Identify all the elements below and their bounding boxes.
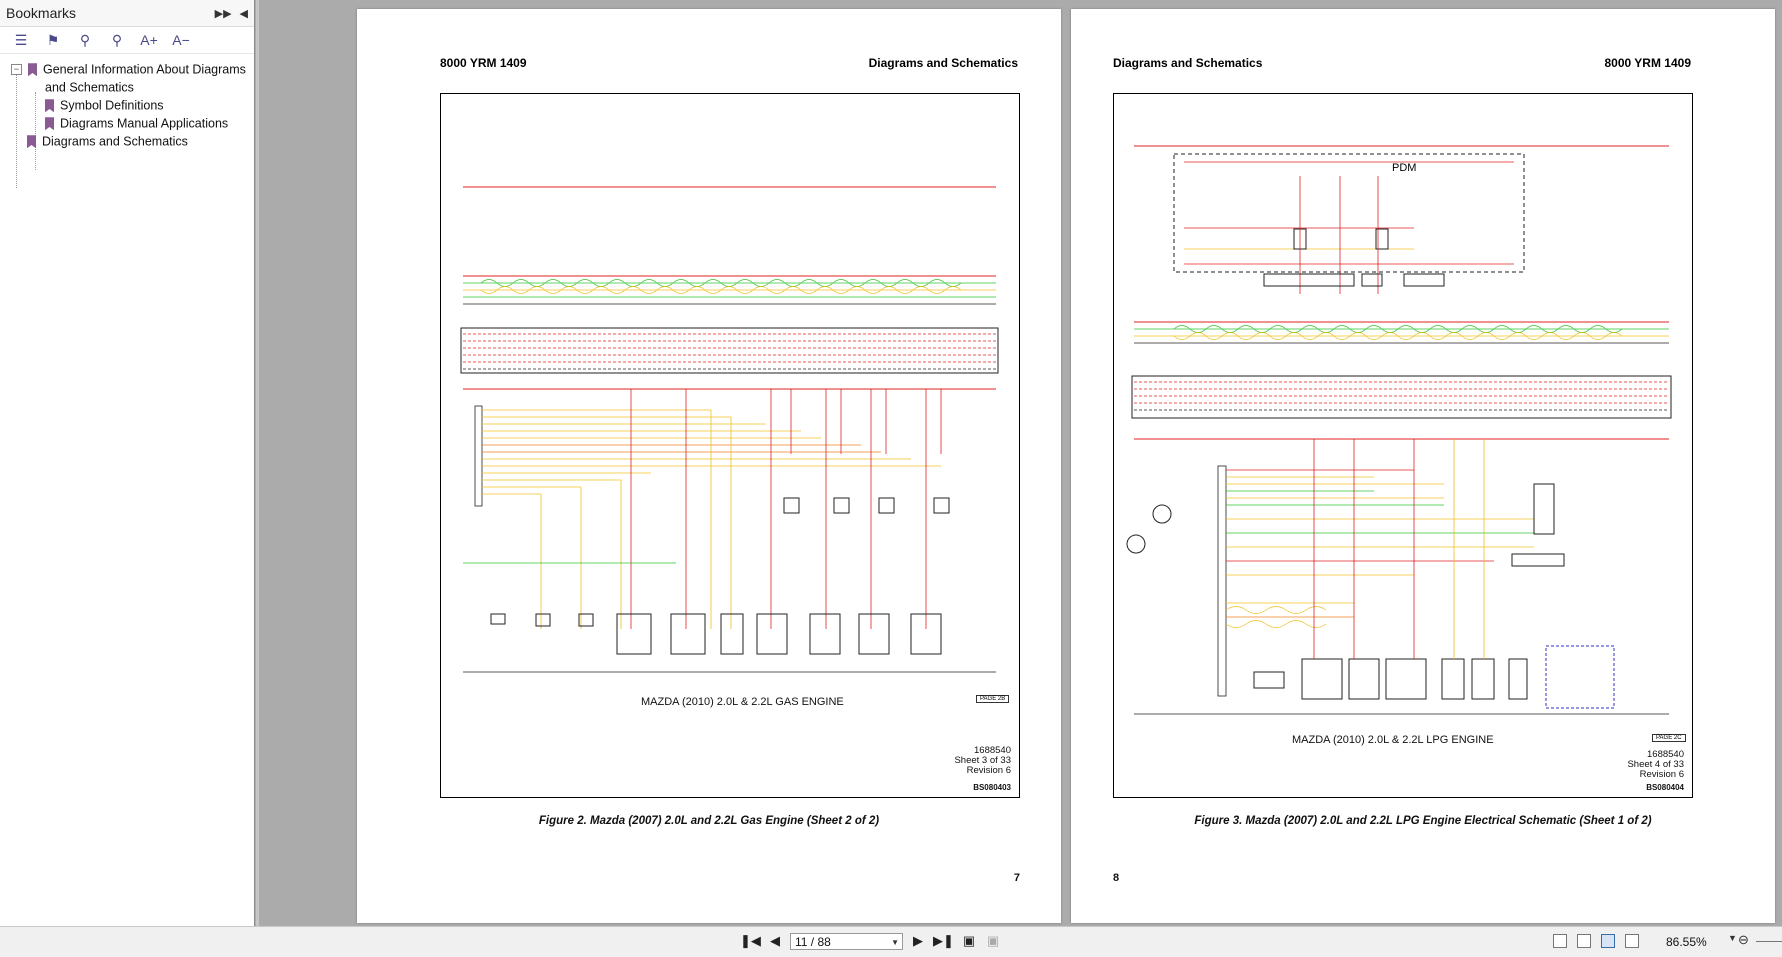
continuous-view-icon[interactable] (1577, 934, 1591, 948)
power-rails (1131, 321, 1672, 440)
drawing-code: BS080403 (973, 783, 1011, 792)
bookmark-general-information[interactable]: −General Information About Diagrams (0, 60, 254, 78)
page-tag: PAGE 2B (976, 695, 1010, 703)
bookmark-diagrams-manual-applications[interactable]: Diagrams Manual Applications (0, 114, 254, 132)
page-number: 7 (1013, 872, 1020, 884)
expand-panel-icon[interactable]: ▶▶ (214, 7, 232, 20)
bookmark-diagrams-and-schematics[interactable]: Diagrams and Schematics (0, 132, 254, 150)
last-page-icon[interactable]: ▶❚ (933, 933, 954, 948)
figure-caption: Figure 2. Mazda (2007) 2.0L and 2.2L Gas… (538, 815, 880, 827)
find-bookmark-icon[interactable]: ⚲ (79, 31, 91, 48)
page-number-field[interactable]: 11 / 88 ▼ (790, 933, 903, 950)
power-rails (460, 186, 999, 390)
bookmarks-toolbar: ☰ ⚑ ⚲ ⚲ A+ A− (0, 27, 254, 54)
panel-splitter[interactable] (256, 0, 259, 926)
collapse-toggle-icon[interactable]: − (11, 64, 22, 76)
engine-title: MAZDA (2010) 2.0L & 2.2L GAS ENGINE (641, 696, 844, 708)
bookmark-flag-icon (28, 63, 37, 77)
chevron-down-icon[interactable]: ▼ (891, 938, 899, 947)
previous-page-icon[interactable]: ◀ (770, 933, 780, 948)
pdm-label: PDM (1392, 162, 1417, 174)
previous-view-icon[interactable]: ▣ (962, 933, 976, 948)
components (463, 497, 996, 673)
bookmarks-panel: Bookmarks ▶▶ ◀ ☰ ⚑ ⚲ ⚲ A+ A− −General In… (0, 0, 255, 926)
page-header-left: 8000 YRM 1409 (440, 56, 527, 70)
page-8: Diagrams and Schematics 8000 YRM 1409 (1071, 9, 1775, 923)
bookmark-general-information-line2[interactable]: and Schematics (45, 80, 134, 95)
decrease-font-icon[interactable]: A− (172, 32, 190, 48)
next-page-icon[interactable]: ▶ (913, 933, 923, 948)
schematic-frame: MAZDA (2010) 2.0L & 2.2L GAS ENGINE PAGE… (440, 93, 1020, 798)
page-number: 8 (1113, 872, 1120, 884)
document-view[interactable]: 8000 YRM 1409 Diagrams and Schematics (259, 0, 1782, 926)
bookmarks-title: Bookmarks (6, 5, 77, 21)
page-tag: PAGE 2C (1652, 734, 1686, 742)
zoom-out-icon[interactable]: ⊖ (1738, 932, 1749, 947)
next-view-icon[interactable]: ▣ (986, 933, 1000, 948)
zoom-dropdown-icon[interactable]: ▼ (1728, 933, 1737, 943)
engine-title: MAZDA (2010) 2.0L & 2.2L LPG ENGINE (1292, 734, 1494, 746)
zoom-slider[interactable] (1756, 941, 1782, 942)
components (1126, 439, 1615, 709)
bookmark-options-icon[interactable]: ☰ (14, 31, 28, 48)
page-header-right: 8000 YRM 1409 (1604, 56, 1691, 70)
bookmark-symbol-definitions[interactable]: Symbol Definitions (0, 96, 254, 114)
add-bookmark-icon[interactable]: ⚑ (46, 31, 60, 48)
page-7: 8000 YRM 1409 Diagrams and Schematics (357, 9, 1061, 923)
schematic-frame: PDM MAZDA (2010) 2.0L & 2.2L LPG ENGINE … (1113, 93, 1693, 798)
find-current-bookmark-icon[interactable]: ⚲ (111, 31, 123, 48)
zoom-level[interactable]: 86.55% (1666, 935, 1707, 949)
page-header-left: Diagrams and Schematics (1113, 56, 1263, 70)
drawing-code: BS080404 (1646, 783, 1684, 792)
bookmarks-header: Bookmarks ▶▶ ◀ (0, 0, 254, 27)
sheet-info: 1688540 Sheet 4 of 33 Revision 6 (1627, 749, 1684, 780)
collapse-panel-icon[interactable]: ◀ (239, 7, 248, 20)
ecu-harness (1134, 465, 1669, 715)
sheet-info: 1688540 Sheet 3 of 33 Revision 6 (954, 745, 1011, 776)
first-page-icon[interactable]: ❚◀ (740, 933, 761, 948)
gas-engine-schematic (460, 186, 999, 673)
status-bar: ❚◀ ◀ 11 / 88 ▼ ▶ ▶❚ ▣ ▣ 86.55% ▼ ⊖ (0, 926, 1782, 957)
single-page-view-icon[interactable] (1553, 934, 1567, 948)
ecu-harness (474, 405, 941, 507)
vertical-feeds (463, 389, 942, 629)
bookmark-flag-icon (45, 117, 54, 131)
pdm-block (1134, 145, 1669, 294)
continuous-facing-view-icon[interactable] (1625, 934, 1639, 948)
bookmark-flag-icon (45, 99, 54, 113)
page-header-right: Diagrams and Schematics (868, 56, 1018, 70)
bookmark-flag-icon (27, 135, 36, 149)
increase-font-icon[interactable]: A+ (140, 32, 158, 48)
facing-pages-view-icon[interactable] (1601, 934, 1615, 948)
lpg-engine-schematic (1126, 145, 1672, 715)
bookmarks-tree: −General Information About Diagrams and … (0, 54, 254, 188)
figure-caption: Figure 3. Mazda (2007) 2.0L and 2.2L LPG… (1194, 815, 1652, 827)
